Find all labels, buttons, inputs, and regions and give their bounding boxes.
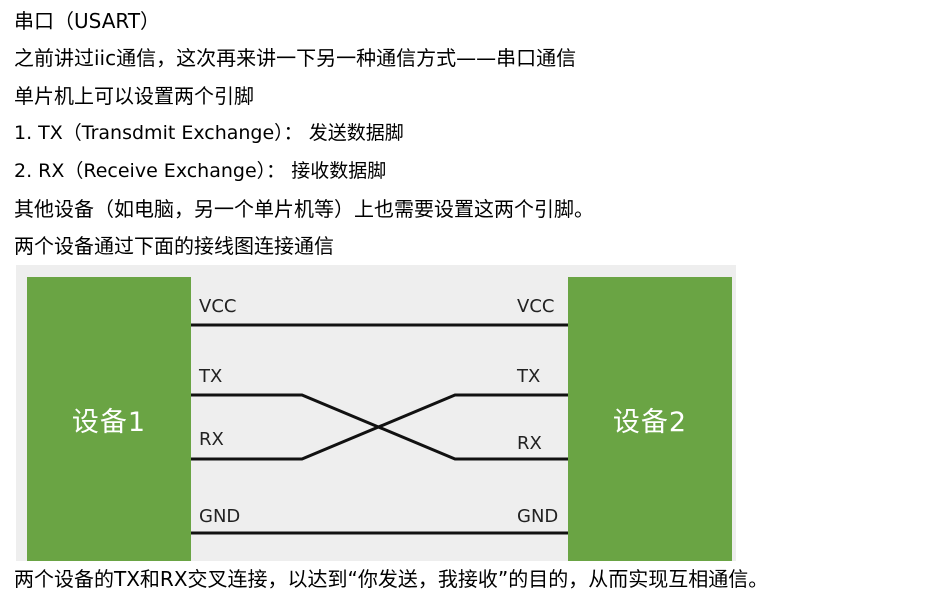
device-1-box: 设备1 — [27, 277, 191, 561]
intro-paragraph: 之前讲过iic通信，这次再来讲一下另一种通信方式——串口通信 — [14, 46, 577, 70]
pins-intro-paragraph: 单片机上可以设置两个引脚 — [14, 84, 254, 108]
right-gnd-label: GND — [517, 506, 559, 527]
device-2-box: 设备2 — [568, 277, 732, 561]
right-rx-label: RX — [517, 433, 542, 454]
wiring-lines — [191, 323, 568, 535]
wiring-diagram: 设备1 设备2 VCC TX RX GND VCC TX RX GND — [16, 265, 736, 561]
list-item-tx: 1. TX（Transdmit Exchange）： 发送数据脚 — [14, 122, 404, 144]
rx-to-tx-wire — [191, 393, 568, 461]
other-devices-paragraph: 其他设备（如电脑，另一个单片机等）上也需要设置这两个引脚。 — [14, 197, 594, 221]
right-tx-label: TX — [517, 366, 541, 387]
left-vcc-label: VCC — [199, 296, 237, 317]
wiring-intro-paragraph: 两个设备通过下面的接线图连接通信 — [14, 234, 334, 258]
section-title: 串口（USART） — [14, 9, 161, 33]
left-gnd-label: GND — [199, 506, 241, 527]
list-item-rx: 2. RX（Receive Exchange）： 接收数据脚 — [14, 160, 387, 182]
right-vcc-label: VCC — [517, 296, 555, 317]
left-rx-label: RX — [199, 429, 224, 450]
conclusion-paragraph: 两个设备的TX和RX交叉连接，以达到“你发送，我接收”的目的，从而实现互相通信。 — [14, 567, 769, 591]
left-tx-label: TX — [199, 366, 223, 387]
